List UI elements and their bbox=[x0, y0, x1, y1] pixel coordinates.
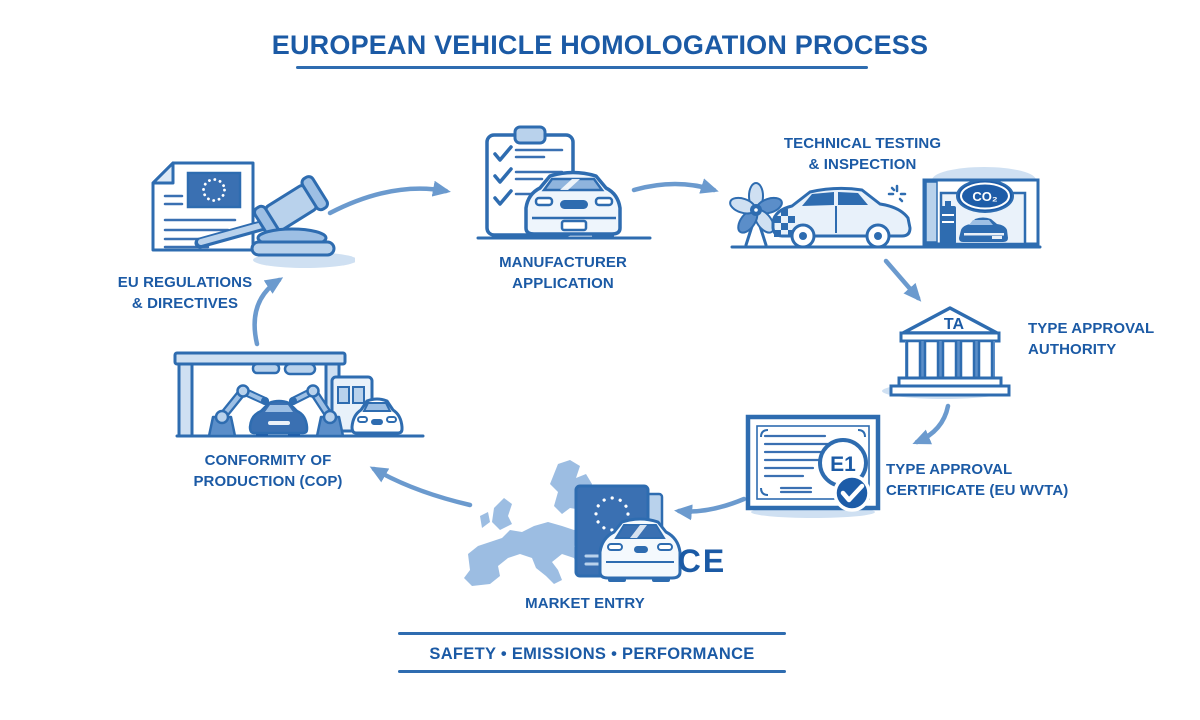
footer-text: SAFETY • EMISSIONS • PERFORMANCE bbox=[429, 645, 755, 663]
arrow-testing-to-authority bbox=[883, 258, 922, 302]
label-conformity-of-production: CONFORMITY OF PRODUCTION (COP) bbox=[193, 452, 343, 490]
arrow-cop-to-regulations bbox=[252, 277, 284, 347]
finished-car-icon bbox=[350, 397, 404, 436]
label-market-entry: MARKET ENTRY bbox=[525, 595, 645, 612]
gavel-icon bbox=[194, 175, 336, 257]
page-title: EUROPEAN VEHICLE HOMOLOGATION PROCESS bbox=[271, 30, 929, 60]
technical-testing-icon: CO₂ bbox=[729, 167, 1042, 249]
assembly-car-icon bbox=[248, 399, 309, 436]
certificate-document: E1 bbox=[745, 414, 881, 512]
label-manufacturer-application: MANUFACTURER APPLICATION bbox=[499, 254, 627, 292]
conformity-of-production-icon bbox=[173, 351, 425, 438]
svg-text:E1: E1 bbox=[830, 453, 856, 476]
eu-regulations-icon bbox=[151, 161, 355, 268]
check-badge bbox=[833, 474, 871, 512]
authority-building: TA bbox=[889, 306, 1011, 397]
label-technical-testing: TECHNICAL TESTING & INSPECTION bbox=[783, 135, 942, 173]
ta-badge: TA bbox=[944, 316, 965, 333]
eu-document bbox=[151, 161, 255, 252]
type-approval-certificate-icon: E1 bbox=[745, 414, 881, 518]
car-front-icon bbox=[524, 170, 622, 238]
market-car-icon bbox=[598, 517, 682, 582]
arrow-application-to-testing bbox=[631, 178, 719, 194]
manufacturer-application-icon bbox=[476, 125, 652, 240]
robot-arm-right bbox=[289, 384, 345, 438]
sparkle-icon bbox=[887, 184, 907, 203]
ce-mark: CE bbox=[678, 543, 726, 579]
assembly-gantry bbox=[173, 351, 347, 438]
label-type-approval-certificate: TYPE APPROVAL CERTIFICATE (EU WVTA) bbox=[886, 461, 1069, 499]
market-entry-icon: CE bbox=[464, 460, 726, 586]
footer-bottom-line bbox=[398, 670, 786, 673]
arrow-authority-to-certificate bbox=[912, 403, 951, 445]
label-eu-regulations: EU REGULATIONS & DIRECTIVES bbox=[117, 274, 253, 312]
footer-top-line bbox=[398, 632, 786, 635]
robot-arm-left bbox=[207, 384, 269, 438]
arrow-regulations-to-application bbox=[327, 180, 451, 216]
label-type-approval-authority: TYPE APPROVAL AUTHORITY bbox=[1028, 320, 1155, 358]
eu-flag bbox=[186, 171, 242, 209]
title-underline bbox=[296, 66, 868, 69]
emissions-station-icon: CO₂ bbox=[922, 178, 1040, 246]
co2-badge: CO₂ bbox=[956, 179, 1014, 213]
test-car-side-icon bbox=[771, 186, 912, 249]
battery-charger-icon bbox=[940, 201, 956, 244]
arrow-certificate-to-market bbox=[674, 496, 747, 521]
test-fan-icon bbox=[729, 182, 783, 247]
arrow-market-to-cop bbox=[369, 466, 473, 508]
document-text-lines bbox=[163, 194, 237, 249]
svg-text:CO₂: CO₂ bbox=[972, 189, 998, 204]
type-approval-authority-icon: TA bbox=[882, 306, 1011, 399]
station-car-icon bbox=[959, 217, 1008, 242]
